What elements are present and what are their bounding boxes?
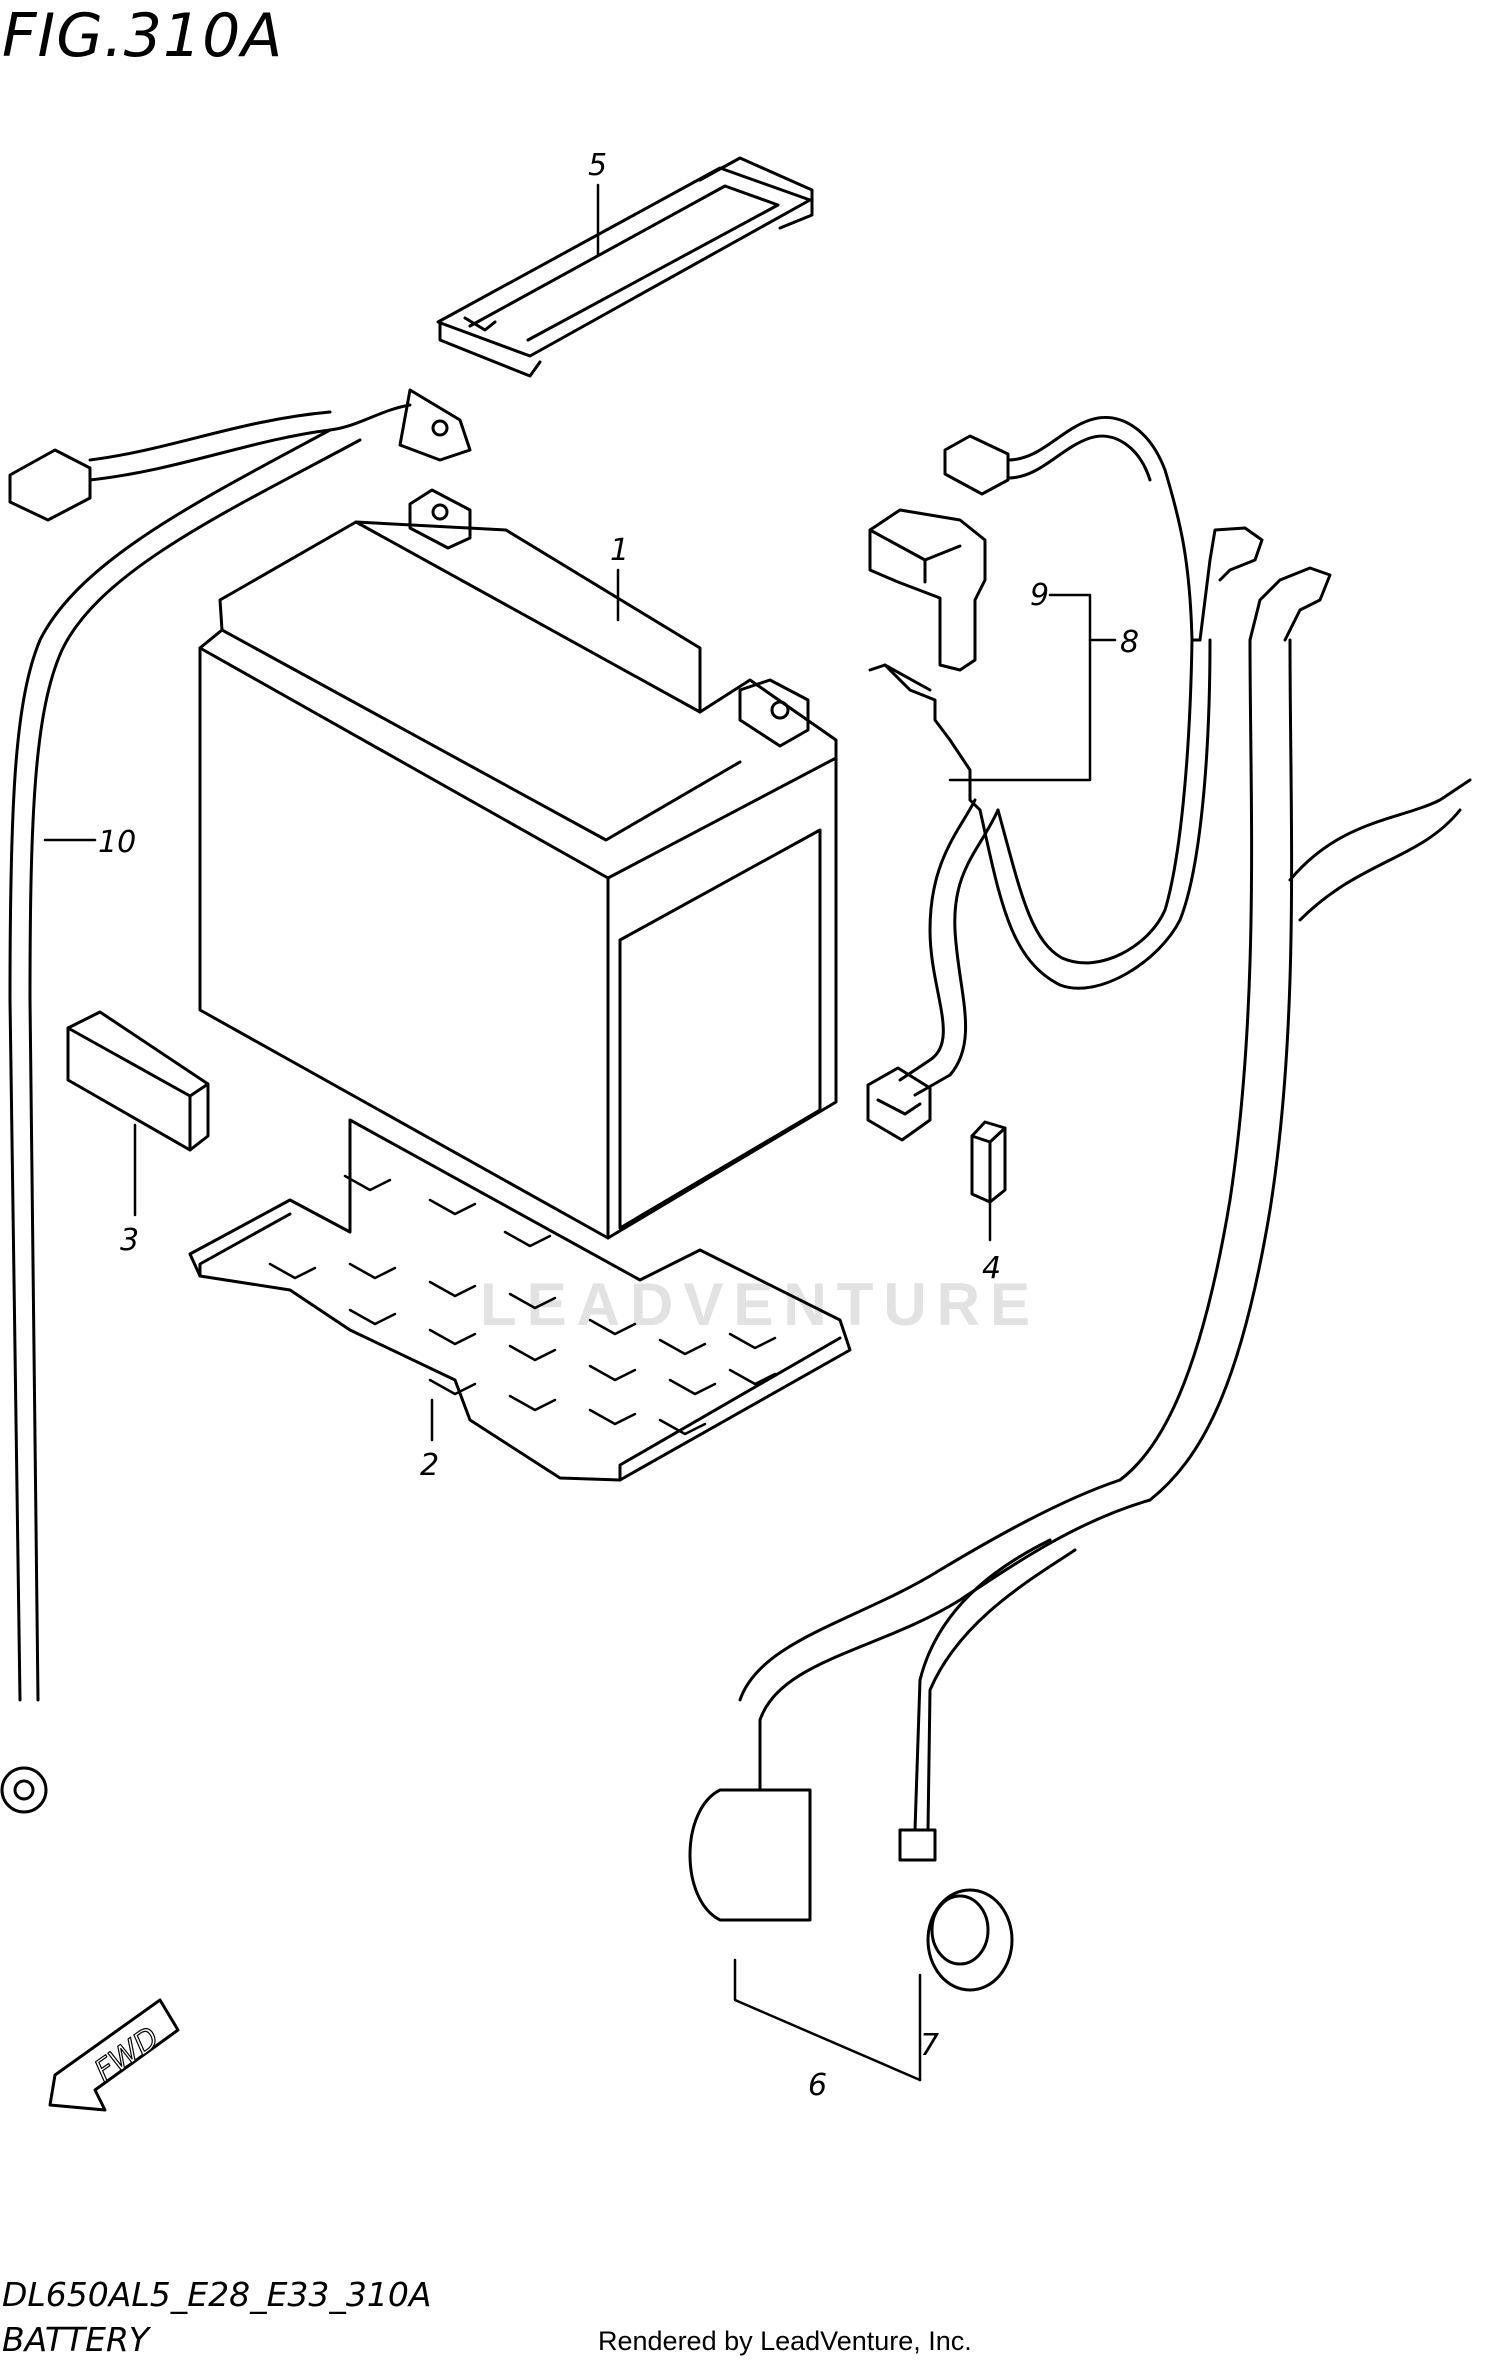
ground-lead[interactable] — [0, 388, 472, 1814]
battery-tray[interactable] — [188, 1118, 852, 1482]
figure-title: FIG.310A — [2, 1, 284, 71]
sensor-lead[interactable] — [943, 415, 1264, 642]
rendered-by: Rendered by LeadVenture, Inc. — [598, 2326, 972, 2356]
watermark: LEADVENTURE — [480, 1271, 1041, 1338]
callout-7: 7 — [920, 2028, 939, 2063]
callout-1: 1 — [610, 533, 629, 568]
figure-name: BATTERY — [2, 2320, 150, 2359]
callout-8: 8 — [1120, 625, 1139, 660]
terminal-cover[interactable] — [868, 508, 987, 672]
battery-strap[interactable] — [436, 156, 814, 378]
battery-pad[interactable] — [66, 1010, 210, 1152]
battery[interactable] — [198, 488, 838, 1240]
main-harness[interactable] — [688, 566, 1472, 1992]
callout-10: 10 — [98, 825, 136, 860]
callout-4: 4 — [982, 1251, 1001, 1286]
fwd-label: FWD — [88, 2020, 165, 2089]
callout-9: 9 — [1030, 578, 1049, 613]
leader-lines — [43, 183, 1117, 2082]
fwd-arrow — [48, 1998, 180, 2112]
callout-6: 6 — [808, 2068, 827, 2103]
callout-5: 5 — [588, 148, 607, 183]
callout-2: 2 — [420, 1448, 439, 1483]
positive-lead[interactable] — [866, 638, 1212, 1142]
figure-code: DL650AL5_E28_E33_310A — [2, 2275, 432, 2314]
insulator-pad[interactable] — [970, 1120, 1007, 1204]
callout-3: 3 — [120, 1223, 139, 1258]
